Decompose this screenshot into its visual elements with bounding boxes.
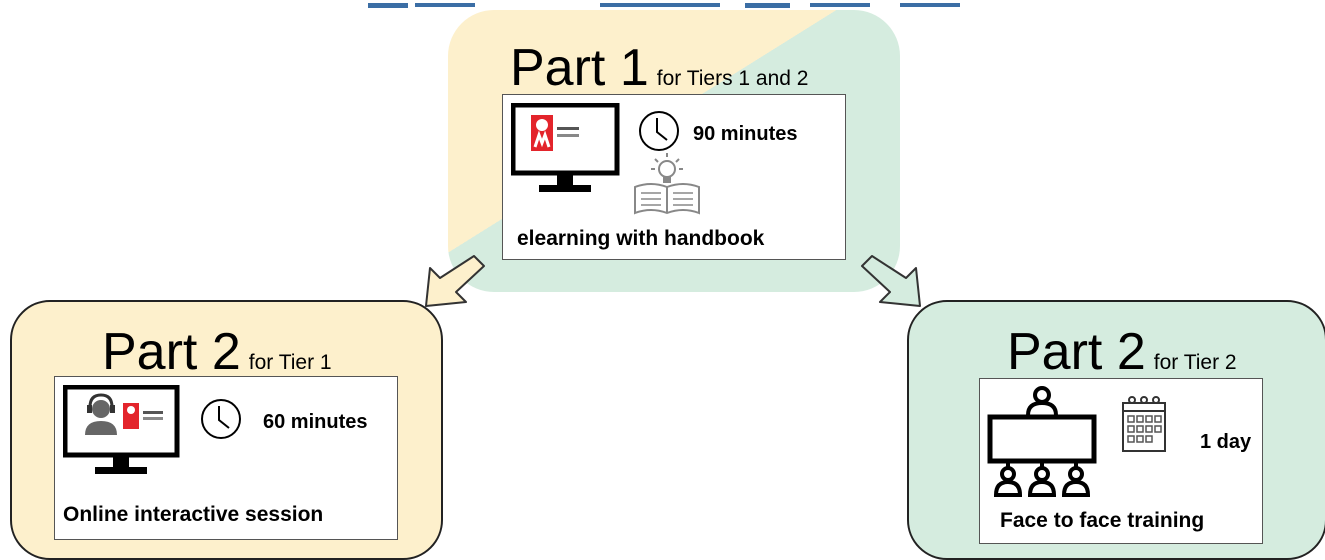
- part1-subtitle: for Tiers 1 and 2: [656, 67, 809, 90]
- part2-tier2-title-text: Part 2: [1007, 323, 1146, 381]
- monitor-logo-icon: [511, 103, 620, 192]
- part2-tier2-title: Part 2 for Tier 2: [1007, 326, 1237, 378]
- part2-tier1-duration: 60 minutes: [263, 411, 368, 433]
- clock-icon: [639, 111, 679, 151]
- monitor-headset-icon: [63, 385, 180, 474]
- part1-title: Part 1 for Tiers 1 and 2: [510, 42, 808, 94]
- part2-tier2-duration: 1 day: [1200, 431, 1252, 453]
- part1-box: Part 1 for Tiers 1 and 2 90 minutes: [448, 10, 900, 292]
- arrow-down-left-icon: [425, 255, 485, 307]
- part2-tier1-title-text: Part 2: [102, 323, 241, 381]
- part2-tier2-subtitle: for Tier 2: [1153, 351, 1237, 374]
- calendar-icon: [1122, 396, 1166, 452]
- cropped-heading: [0, 0, 1325, 10]
- part2-tier2-caption: Face to face training: [1000, 509, 1205, 532]
- book-lightbulb-icon: [634, 153, 700, 215]
- clock-icon: [201, 399, 241, 439]
- part2-tier1-box: Part 2 for Tier 1 60 minutes Online inter…: [10, 300, 443, 560]
- part1-card: 90 minutes elearning with handbook: [502, 94, 846, 260]
- part1-caption: elearning with handbook: [517, 227, 765, 250]
- arrow-down-right-icon: [861, 255, 921, 307]
- part1-duration: 90 minutes: [693, 123, 798, 145]
- part1-title-text: Part 1: [510, 39, 649, 97]
- part2-tier1-subtitle: for Tier 1: [248, 351, 332, 374]
- part2-tier1-caption: Online interactive session: [63, 503, 324, 526]
- part2-tier1-title: Part 2 for Tier 1: [102, 326, 332, 378]
- classroom-icon: [987, 386, 1097, 497]
- part2-tier1-card: 60 minutes Online interactive session: [54, 376, 398, 540]
- part2-tier2-card: 1 day Face to face training: [979, 378, 1263, 544]
